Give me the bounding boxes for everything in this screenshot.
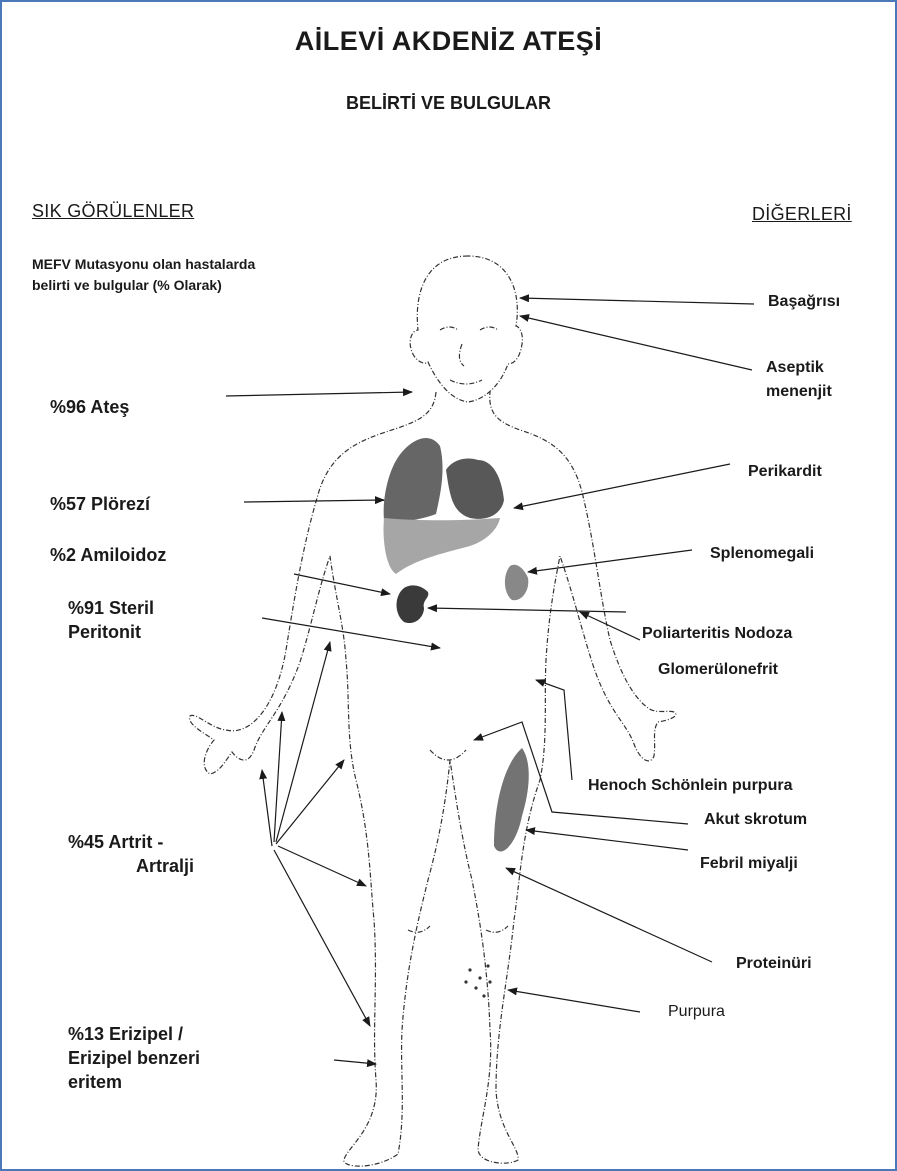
label-aseptik-menenjit: Aseptik menenjit — [766, 356, 832, 404]
arrow-artrit-2 — [276, 642, 330, 842]
label-peritonit-line-2: Peritonit — [68, 620, 154, 644]
label-henoch-schonlein: Henoch Schönlein purpura — [588, 774, 792, 798]
arrow-ates — [226, 392, 412, 396]
arrow-amiloidoz — [294, 574, 390, 594]
lung-left-organ — [384, 438, 443, 522]
arrow-poliarteritis — [428, 608, 626, 612]
arrow-proteinuri — [506, 868, 712, 962]
label-artrit-line-2: Artralji — [68, 854, 194, 878]
label-glomerulonefrit: Glomerülonefrit — [658, 658, 778, 682]
label-febril-miyalji: Febril miyalji — [700, 852, 798, 876]
label-artrit-line-1: %45 Artrit - — [68, 830, 194, 854]
arrow-eritem — [334, 1060, 376, 1064]
arrow-purpura — [508, 990, 640, 1012]
label-poliarteritis-nodoza: Poliarteritis Nodoza — [642, 622, 792, 646]
arrow-artrit-5 — [278, 846, 366, 886]
label-erizipel-line-3: eritem — [68, 1070, 200, 1094]
arrow-febril-miyalji — [526, 830, 688, 850]
arrow-erizipel — [274, 850, 370, 1026]
label-plorezi: %57 Plörezí — [50, 492, 150, 516]
label-amiloidoz: %2 Amiloidoz — [50, 543, 166, 567]
label-peritonit-line-1: %91 Steril — [68, 596, 154, 620]
arrow-artrit-4 — [262, 770, 272, 846]
label-purpura: Purpura — [668, 1000, 725, 1024]
label-akut-skrotum: Akut skrotum — [704, 808, 807, 832]
arrow-aseptik — [520, 316, 752, 370]
label-aseptik-line-2: menenjit — [766, 380, 832, 404]
thigh-muscle-shading — [494, 748, 529, 851]
label-proteinuri: Proteinüri — [736, 952, 812, 976]
label-erizipel: %13 Erizipel / Erizipel benzeri eritem — [68, 1022, 200, 1094]
label-artrit: %45 Artrit - Artralji — [68, 830, 194, 878]
arrow-henoch — [536, 680, 572, 780]
label-peritonit: %91 Steril Peritonit — [68, 596, 154, 644]
kidney-organ — [397, 585, 429, 623]
label-basagrisi: Başağrısı — [768, 290, 840, 314]
lung-right-organ — [446, 458, 504, 518]
arrow-glomerulonefrit — [580, 612, 640, 640]
label-erizipel-line-2: Erizipel benzeri — [68, 1046, 200, 1070]
arrow-perikardit — [514, 464, 730, 508]
spleen-organ — [505, 565, 528, 600]
arrow-splenomegali — [528, 550, 692, 572]
label-perikardit: Perikardit — [748, 460, 822, 484]
liver-organ — [384, 518, 501, 574]
arrow-plorezi — [244, 500, 384, 502]
label-ates: %96 Ateş — [50, 395, 129, 419]
label-splenomegali: Splenomegali — [710, 542, 814, 566]
arrow-basagrisi — [520, 298, 754, 304]
label-erizipel-line-1: %13 Erizipel / — [68, 1022, 200, 1046]
label-aseptik-line-1: Aseptik — [766, 356, 832, 380]
body-outline — [189, 256, 675, 1166]
